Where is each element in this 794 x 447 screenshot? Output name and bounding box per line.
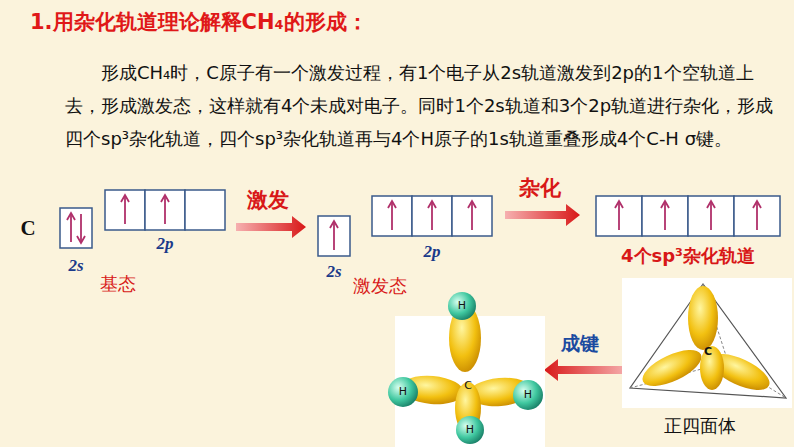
orbital-label: 2p xyxy=(424,242,441,262)
atom-label: C xyxy=(464,380,472,393)
shape-label: 正四面体 xyxy=(664,416,736,437)
atom-label: H xyxy=(466,424,474,437)
description-text: 形成CH₄时，C原子有一个激发过程，有1个电子从2s轨道激发到2p的1个空轨道上… xyxy=(65,56,777,155)
step-label: 激发 xyxy=(247,188,289,212)
methane-model xyxy=(388,292,545,447)
tetrahedron-figure xyxy=(622,278,792,408)
state-label: 基态 xyxy=(100,274,136,295)
orbital-label: 2p xyxy=(157,234,174,254)
atom-label: H xyxy=(524,389,532,402)
orbital-label: 2s xyxy=(68,256,83,276)
atom-label: H xyxy=(458,300,466,313)
slide-title: 1.用杂化轨道理论解释CH₄的形成： xyxy=(30,10,368,34)
state-label: 激发态 xyxy=(353,276,407,297)
orbital-label: 2s xyxy=(326,262,341,282)
atom-label: C xyxy=(704,346,712,359)
atom-label: C xyxy=(20,216,35,240)
step-label: 杂化 xyxy=(519,176,561,200)
atom-label: H xyxy=(399,386,407,399)
step-label: 成键 xyxy=(561,333,599,355)
hybrid-label: 4个sp³杂化轨道 xyxy=(621,246,755,267)
